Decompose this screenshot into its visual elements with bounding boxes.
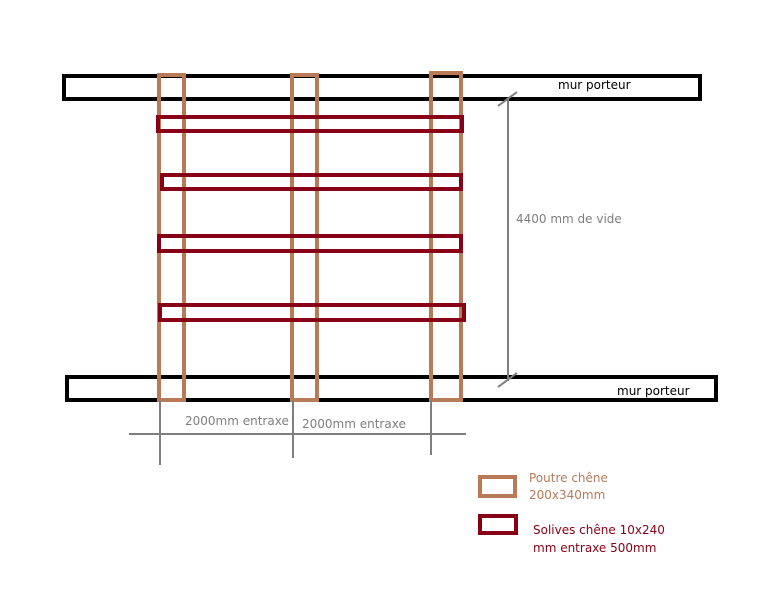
oak-joist-4 xyxy=(158,303,466,322)
spacing-dimension-label-1: 2000mm entraxe xyxy=(185,414,289,428)
spacing-dimension-label-2: 2000mm entraxe xyxy=(302,417,406,431)
span-dimension-tick-bottom xyxy=(497,372,518,388)
legend-joist-spec: mm entraxe 500mm xyxy=(533,541,656,555)
span-dimension-label: 4400 mm de vide xyxy=(516,212,622,226)
legend-beam-swatch xyxy=(478,475,517,498)
top-wall-label: mur porteur xyxy=(558,78,631,92)
span-dimension-tick-top xyxy=(497,91,518,107)
legend-joist-swatch xyxy=(478,514,518,535)
oak-joist-2 xyxy=(160,173,463,191)
legend: Poutre chêne 200x340mm Solives chêne 10x… xyxy=(478,471,665,555)
bottom-load-bearing-wall xyxy=(65,375,718,402)
legend-beam-label: Poutre chêne xyxy=(529,471,608,485)
oak-joist-1 xyxy=(156,115,464,133)
oak-joist-3 xyxy=(157,234,463,253)
legend-joist-label: Solives chêne 10x240 xyxy=(533,523,665,537)
bottom-wall-label: mur porteur xyxy=(617,384,690,398)
top-load-bearing-wall xyxy=(62,74,702,101)
legend-beam-size: 200x340mm xyxy=(529,488,605,502)
